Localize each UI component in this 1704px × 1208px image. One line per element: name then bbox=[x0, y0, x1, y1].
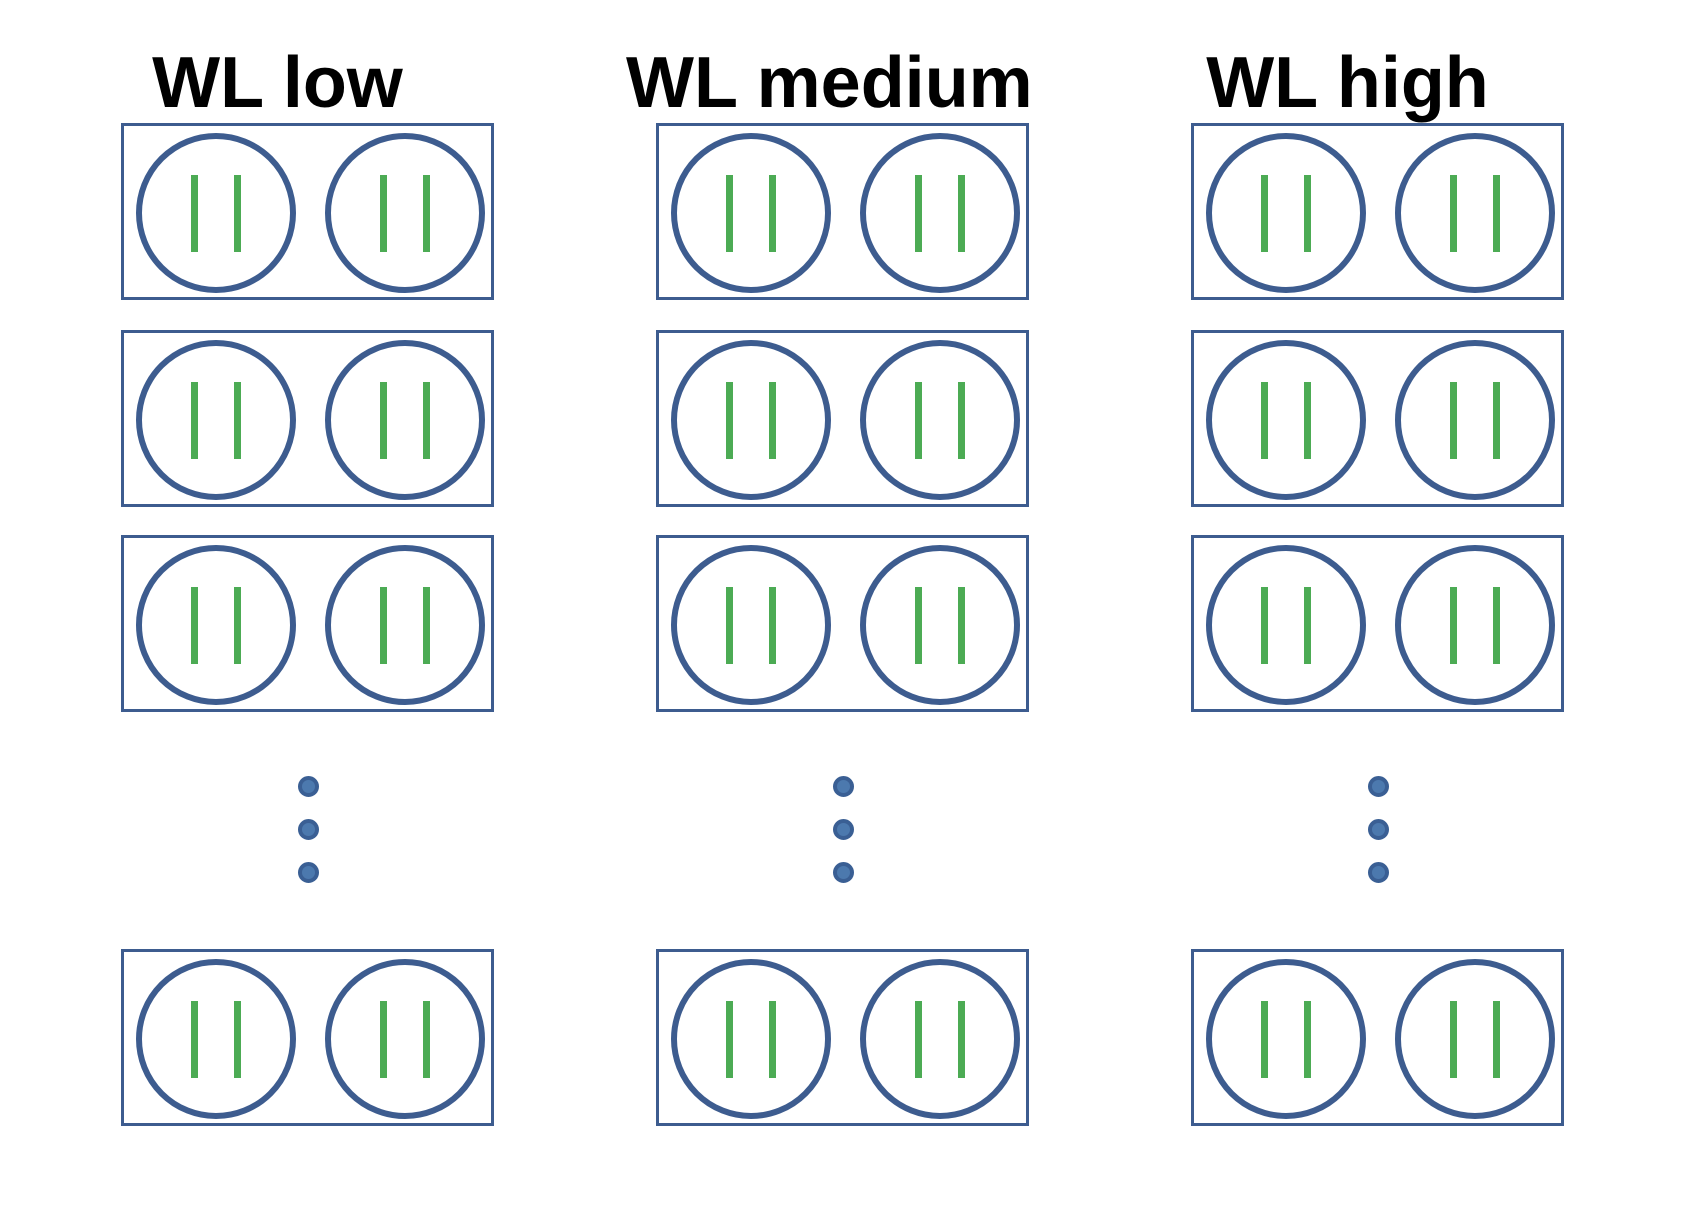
column-wl-medium: WL medium bbox=[626, 0, 1033, 1208]
sample-box bbox=[121, 535, 494, 712]
chromosome-bar bbox=[191, 1000, 198, 1078]
chromosome-bar bbox=[915, 1000, 922, 1078]
cell-circle bbox=[325, 133, 485, 293]
ellipsis-dot bbox=[297, 862, 319, 883]
chromosome-bar bbox=[726, 1000, 733, 1078]
chromosome-bar bbox=[726, 586, 733, 664]
ellipsis-dot bbox=[1367, 862, 1389, 883]
chromosome-bar bbox=[1450, 381, 1457, 459]
cell-circle bbox=[325, 959, 485, 1119]
chromosome-bar bbox=[1304, 174, 1311, 252]
chromosome-bar bbox=[1493, 381, 1500, 459]
cell-circle bbox=[1206, 340, 1366, 500]
cell-circle bbox=[136, 545, 296, 705]
ellipsis-dot bbox=[832, 862, 854, 883]
sample-box bbox=[121, 949, 494, 1126]
chromosome-bar bbox=[1304, 586, 1311, 664]
chromosome-bar bbox=[1450, 174, 1457, 252]
sample-box bbox=[656, 535, 1029, 712]
chromosome-bar bbox=[423, 174, 430, 252]
chromosome-bar bbox=[915, 381, 922, 459]
column-title: WL medium bbox=[626, 43, 1033, 123]
cell-circle bbox=[1395, 133, 1555, 293]
cell-circle bbox=[860, 959, 1020, 1119]
cell-circle bbox=[1395, 545, 1555, 705]
chromosome-bar bbox=[234, 381, 241, 459]
ellipsis-dot bbox=[832, 776, 854, 797]
cell-circle bbox=[671, 545, 831, 705]
cell-circle bbox=[671, 340, 831, 500]
cell-circle bbox=[1395, 340, 1555, 500]
sample-box bbox=[121, 330, 494, 507]
cell-circle bbox=[671, 959, 831, 1119]
sample-box bbox=[121, 123, 494, 300]
cell-circle bbox=[860, 545, 1020, 705]
cell-circle bbox=[325, 545, 485, 705]
chromosome-bar bbox=[726, 381, 733, 459]
chromosome-bar bbox=[726, 174, 733, 252]
chromosome-bar bbox=[958, 586, 965, 664]
chromosome-bar bbox=[423, 586, 430, 664]
chromosome-bar bbox=[234, 174, 241, 252]
chromosome-bar bbox=[769, 586, 776, 664]
chromosome-bar bbox=[1261, 381, 1268, 459]
chromosome-bar bbox=[191, 381, 198, 459]
cell-circle bbox=[1395, 959, 1555, 1119]
ellipsis-dot bbox=[1367, 776, 1389, 797]
chromosome-bar bbox=[380, 1000, 387, 1078]
chromosome-bar bbox=[915, 174, 922, 252]
sample-box bbox=[1191, 949, 1564, 1126]
chromosome-bar bbox=[380, 174, 387, 252]
chromosome-bar bbox=[191, 174, 198, 252]
chromosome-bar bbox=[958, 381, 965, 459]
cell-circle bbox=[1206, 959, 1366, 1119]
chromosome-bar bbox=[915, 586, 922, 664]
chromosome-bar bbox=[769, 1000, 776, 1078]
chromosome-bar bbox=[380, 586, 387, 664]
cell-circle bbox=[136, 340, 296, 500]
chromosome-bar bbox=[1304, 381, 1311, 459]
sample-box bbox=[1191, 535, 1564, 712]
column-title: WL high bbox=[1206, 43, 1489, 123]
chromosome-bar bbox=[423, 381, 430, 459]
ellipsis-dot bbox=[297, 776, 319, 797]
chromosome-bar bbox=[958, 1000, 965, 1078]
chromosome-bar bbox=[1493, 174, 1500, 252]
ellipsis-dot bbox=[297, 819, 319, 840]
chromosome-bar bbox=[1304, 1000, 1311, 1078]
sample-box bbox=[656, 123, 1029, 300]
cell-circle bbox=[860, 133, 1020, 293]
cell-circle bbox=[1206, 545, 1366, 705]
cell-circle bbox=[860, 340, 1020, 500]
chromosome-bar bbox=[1261, 1000, 1268, 1078]
chromosome-bar bbox=[191, 586, 198, 664]
chromosome-bar bbox=[1261, 174, 1268, 252]
chromosome-bar bbox=[1450, 1000, 1457, 1078]
ellipsis-dot bbox=[832, 819, 854, 840]
chromosome-bar bbox=[958, 174, 965, 252]
chromosome-bar bbox=[1493, 586, 1500, 664]
cell-circle bbox=[136, 133, 296, 293]
chromosome-bar bbox=[234, 1000, 241, 1078]
sample-box bbox=[1191, 330, 1564, 507]
chromosome-bar bbox=[423, 1000, 430, 1078]
sample-box bbox=[656, 949, 1029, 1126]
sample-box bbox=[1191, 123, 1564, 300]
ellipsis-dot bbox=[1367, 819, 1389, 840]
cell-circle bbox=[1206, 133, 1366, 293]
cell-circle bbox=[136, 959, 296, 1119]
cell-circle bbox=[671, 133, 831, 293]
sample-box bbox=[656, 330, 1029, 507]
chromosome-bar bbox=[1450, 586, 1457, 664]
column-wl-high: WL high bbox=[1191, 0, 1564, 1208]
chromosome-bar bbox=[234, 586, 241, 664]
chromosome-bar bbox=[769, 174, 776, 252]
column-wl-low: WL low bbox=[121, 0, 494, 1208]
chromosome-bar bbox=[1261, 586, 1268, 664]
chromosome-bar bbox=[380, 381, 387, 459]
chromosome-bar bbox=[1493, 1000, 1500, 1078]
chromosome-bar bbox=[769, 381, 776, 459]
cell-circle bbox=[325, 340, 485, 500]
column-title: WL low bbox=[152, 43, 403, 123]
